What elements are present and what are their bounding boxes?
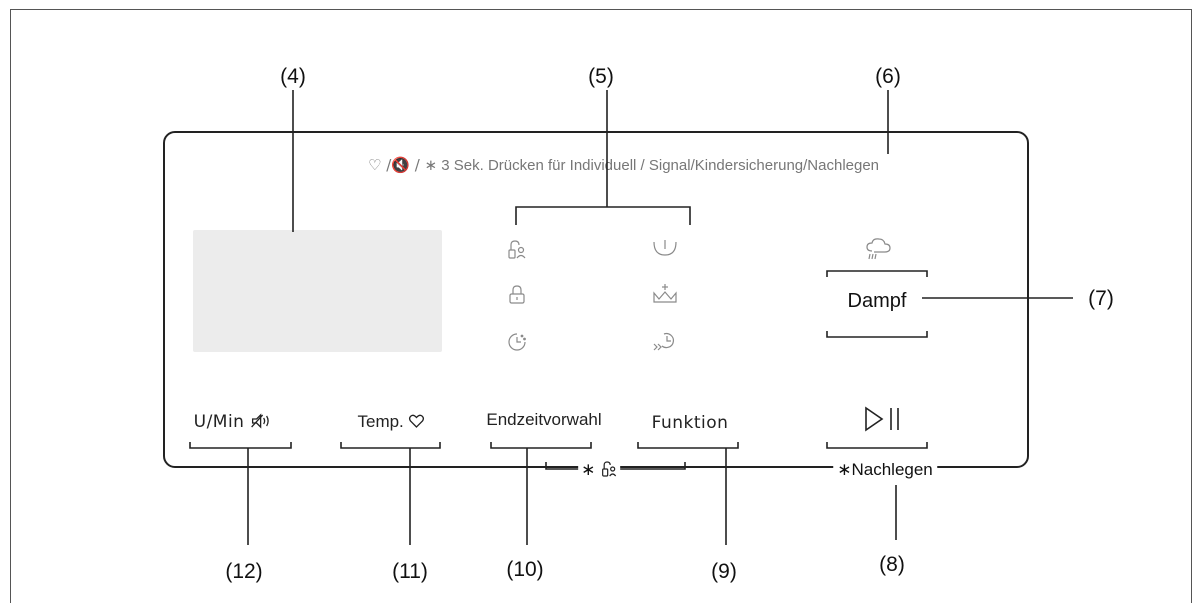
- start-pause-button[interactable]: [850, 400, 910, 436]
- add-laundry-label: ∗Nachlegen: [833, 460, 937, 480]
- child-lock-icon: [601, 461, 616, 477]
- display-screen: [193, 230, 442, 352]
- callout-12: (12): [225, 560, 263, 583]
- timer-icon: [508, 333, 526, 351]
- heart-icon: [408, 414, 425, 428]
- hint-text: 3 Sek. Drücken für Individuell / Signal/…: [441, 157, 880, 174]
- speed-button[interactable]: U/Min: [194, 412, 271, 432]
- play-pause-icon: [865, 406, 899, 432]
- speed-button-label: U/Min: [193, 412, 245, 432]
- callout-5: (5): [588, 65, 614, 88]
- fast-timer-icon: [653, 332, 674, 351]
- child-lock-combo-label: ∗: [578, 460, 620, 480]
- long-press-hint: ♡ /🔇 / ∗ 3 Sek. Drücken für Individuell …: [368, 156, 879, 174]
- mute-icon: [250, 413, 269, 429]
- lock-icon: [509, 285, 525, 304]
- callout-10: (10): [506, 558, 544, 581]
- temperature-button-label: Temp.: [357, 412, 404, 431]
- callout-11: (11): [392, 560, 428, 583]
- figure-frame: [10, 9, 1192, 603]
- end-time-button[interactable]: Endzeitvorwahl: [486, 410, 602, 429]
- child-lock-icon: [508, 240, 526, 259]
- callout-4: (4): [280, 65, 306, 88]
- callout-8: (8): [879, 553, 905, 576]
- temperature-button[interactable]: Temp.: [357, 412, 425, 432]
- hint-symbols: ♡ /🔇 / ∗: [368, 156, 438, 174]
- basin-icon: [653, 240, 677, 256]
- callout-9: (9): [711, 560, 737, 583]
- callout-7: (7): [1088, 287, 1114, 310]
- steam-button[interactable]: Dampf: [847, 290, 907, 312]
- steam-icon: [866, 238, 891, 260]
- function-button[interactable]: Funktion: [651, 413, 729, 433]
- asterisk-symbol: ∗: [581, 460, 596, 480]
- crown-icon: [653, 284, 677, 303]
- callout-6: (6): [875, 65, 901, 88]
